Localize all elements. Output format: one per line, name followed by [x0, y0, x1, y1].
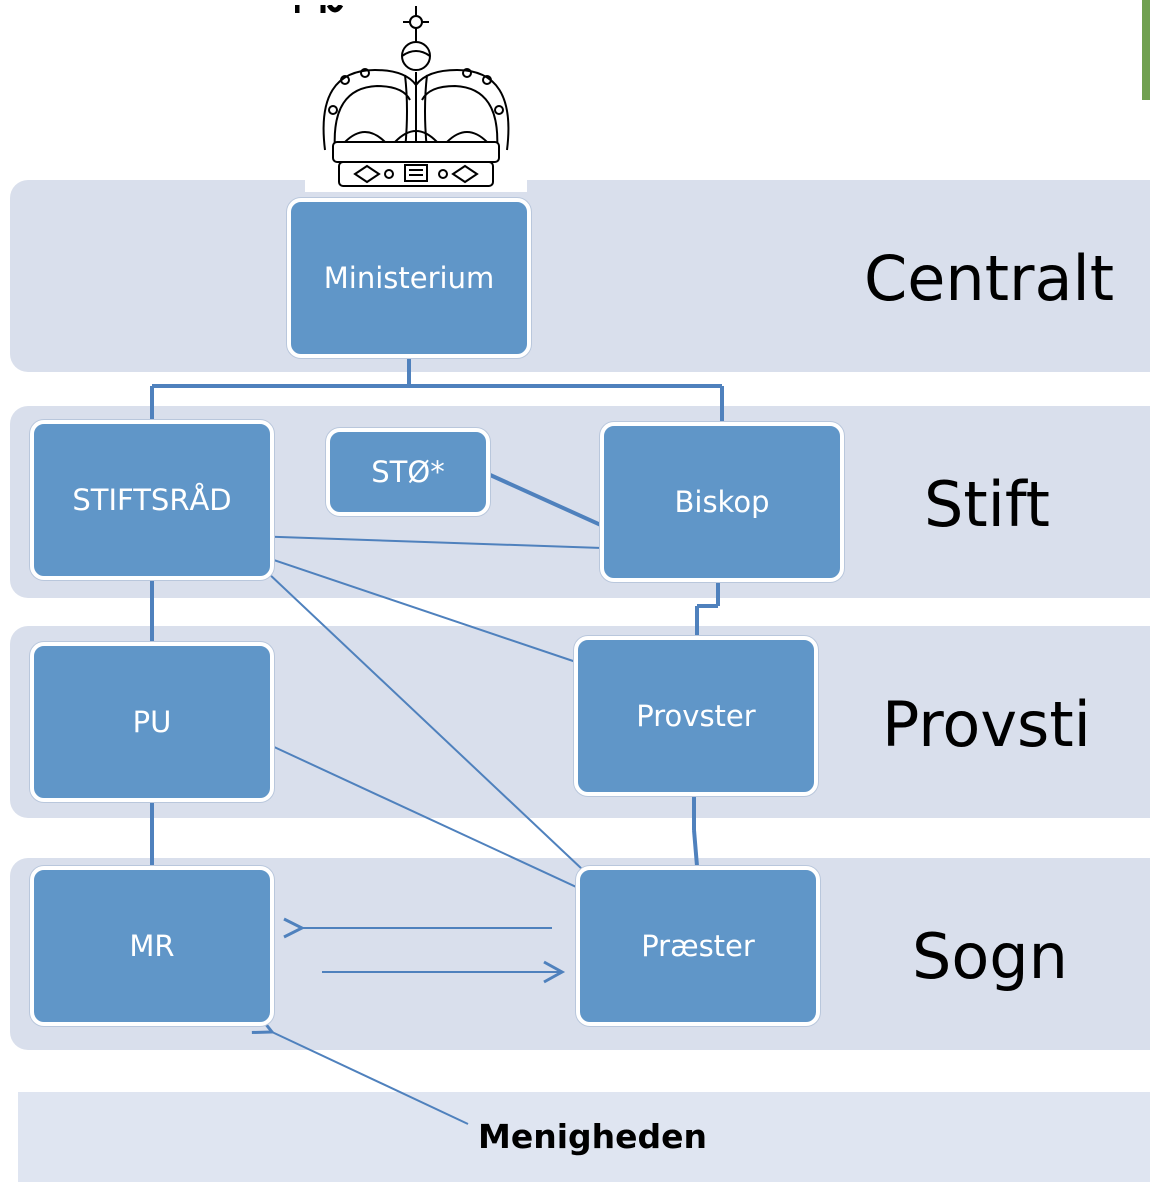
box-stoe: STØ* — [326, 428, 490, 516]
box-stiftsraad: STIFTSRÅD — [30, 420, 274, 580]
box-provster: Provster — [574, 636, 818, 796]
corner-accent — [1142, 0, 1150, 100]
box-pu-label: PU — [132, 705, 172, 739]
box-stiftsraad-label: STIFTSRÅD — [72, 483, 232, 517]
box-mr-label: MR — [129, 929, 175, 963]
level-sogn: Sogn — [912, 920, 1068, 993]
box-praester-label: Præster — [641, 929, 755, 963]
level-stift: Stift — [924, 468, 1050, 541]
box-pu: PU — [30, 642, 274, 802]
box-ministerium-label: Ministerium — [323, 261, 495, 295]
box-ministerium: Ministerium — [287, 198, 531, 358]
box-provster-label: Provster — [636, 699, 756, 733]
menigheden-label: Menigheden — [478, 1117, 708, 1156]
top-fragment — [294, 0, 375, 13]
box-praester: Præster — [576, 866, 820, 1026]
level-centralt: Centralt — [864, 242, 1115, 315]
box-stoe-label: STØ* — [371, 455, 445, 489]
level-provsti: Provsti — [882, 688, 1091, 761]
band-centralt — [10, 180, 1150, 372]
box-mr: MR — [30, 866, 274, 1026]
crown-icon — [305, 0, 527, 192]
box-biskop-label: Biskop — [674, 485, 770, 519]
box-biskop: Biskop — [600, 422, 844, 582]
